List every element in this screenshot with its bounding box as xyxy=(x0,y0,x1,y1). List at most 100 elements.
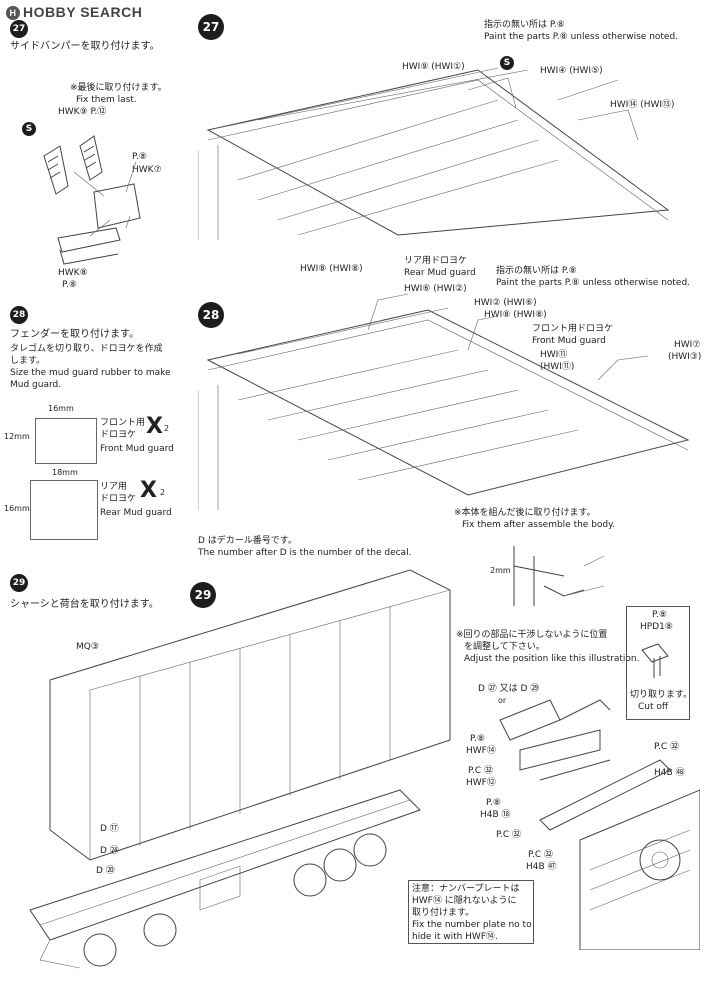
hpd-part-illustration xyxy=(641,643,669,678)
step-27-paint-note-jp: 指示の無い所は P.⑧ xyxy=(484,20,565,30)
front-en: Front Mud guard xyxy=(100,444,174,454)
rear-en: Rear Mud guard xyxy=(100,508,172,518)
front-jp1: フロント用 xyxy=(100,418,146,428)
caution-jp2: HWF⑭ に隠れないように xyxy=(412,896,517,906)
step-27-part-hwi9: HWI⑨ (HWI①) xyxy=(402,62,465,72)
step-27-part-hwi14: HWI⑭ (HWI⑬) xyxy=(610,100,675,110)
step-28-number: 28 xyxy=(10,306,28,324)
step-28-paint-note-jp: 指示の無い所は P.⑧ xyxy=(496,266,577,276)
step-28-part-8: (HWI③) xyxy=(668,352,702,362)
rear-cut-mark: X xyxy=(140,478,157,503)
step-28-desc-jp1: タレゴムを切り取り、ドロヨケを作成 xyxy=(10,344,163,354)
decal-20: D ⑳ xyxy=(96,866,115,876)
caution-en2: hide it with HWF⑭. xyxy=(412,932,498,942)
caution-en1: Fix the number plate no to xyxy=(412,920,532,930)
rear-qty: 2 xyxy=(160,488,166,497)
step-28-big-number: 28 xyxy=(198,302,224,328)
step-27-part-hwk9: HWK⑨ P.⑫ xyxy=(58,107,107,117)
inset-part-3: P.C ㉜ xyxy=(468,766,494,776)
step-29-part-mq3: MQ③ xyxy=(76,642,99,652)
front-cut-mark: X xyxy=(146,414,163,439)
front-height-label: 12mm xyxy=(4,432,30,441)
caution-box xyxy=(408,880,534,944)
hpd-cutoff-box xyxy=(626,606,690,720)
inset-detail-illustration xyxy=(513,546,605,606)
decal-24: D ㉔ xyxy=(100,846,119,856)
decal-note-jp: D はデカール番号です。 xyxy=(198,536,297,546)
hpd-part: HPD1⑧ xyxy=(640,622,673,632)
step-27-paint-note-en: Paint the parts P.⑧ unless otherwise not… xyxy=(484,32,679,42)
inset-adjust-en: Adjust the position like this illustrati… xyxy=(464,654,640,664)
front-width-label: 16mm xyxy=(48,404,74,413)
step-27-part-hwi4: HWI④ (HWI⑤) xyxy=(540,66,603,76)
inset-panel xyxy=(452,506,704,942)
front-jp2: ドロヨケ xyxy=(100,430,137,440)
step-27-part-hwk7: HWK⑦ xyxy=(132,165,162,175)
front-guard-jp: フロント用ドロヨケ xyxy=(532,324,614,334)
inset-part-7: P.C ㉜ xyxy=(496,830,522,840)
rear-jp2: ドロヨケ xyxy=(100,494,137,504)
step-28-title: フェンダーを取り付けます。 xyxy=(10,329,139,340)
side-bumper-illustration xyxy=(43,135,141,265)
inset-part-10: P.C ㉜ xyxy=(654,742,680,752)
step-28-part-7: HWI⑦ xyxy=(674,340,701,350)
step-29-big-number: 29 xyxy=(190,582,216,608)
step-27-note-en: Fix them last. xyxy=(76,95,137,105)
decal-17: D ⑰ xyxy=(100,824,119,834)
step-29-number: 29 xyxy=(10,574,28,592)
inset-note-en: Fix them after assemble the body. xyxy=(462,520,616,530)
step-28-desc-en2: Mud guard. xyxy=(10,380,62,390)
inset-adjust-jp1: ※回りの部品に干渉しないように位置 xyxy=(456,630,608,640)
rear-width-label: 18mm xyxy=(52,468,78,477)
rear-guard-jp: リア用ドロヨケ xyxy=(404,256,468,266)
rear-guard-en: Rear Mud guard xyxy=(404,268,476,278)
inset-part-4: HWF⑫ xyxy=(466,778,496,788)
front-qty: 2 xyxy=(164,424,170,433)
inset-part-11: H4B ㊽ xyxy=(654,768,685,778)
step-28-part-6: (HWI⑪) xyxy=(540,362,575,372)
front-guard-en: Front Mud guard xyxy=(532,336,606,346)
step-28-desc-jp2: します。 xyxy=(10,356,46,366)
caution-jp3: 取り付けます。 xyxy=(412,908,475,918)
inset-part-8: P.C ㉜ xyxy=(528,850,554,860)
hpd-paint: P.⑧ xyxy=(652,610,667,620)
decal-or: or xyxy=(498,696,507,705)
inset-part-5: P.⑧ xyxy=(486,798,501,808)
cut-en: Cut off xyxy=(638,702,669,712)
step-28-part-4: HWI⑧ (HWI⑧) xyxy=(484,310,547,320)
frame-illustration-27 xyxy=(198,67,670,240)
step-27-number: 27 xyxy=(10,20,28,38)
step-28-paint-note-en: Paint the parts P.⑧ unless otherwise not… xyxy=(496,278,691,288)
inset-dim: 2mm xyxy=(490,566,511,575)
step-28-part-3: HWI② (HWI⑥) xyxy=(474,298,537,308)
step-28-part-2: HWI⑥ (HWI②) xyxy=(404,284,467,294)
inset-adjust-jp2: を調整して下さい。 xyxy=(464,642,545,652)
s-badge-27-big: S xyxy=(500,56,514,70)
decal-note-en: The number after D is the number of the … xyxy=(198,548,412,558)
truck-illustration xyxy=(29,569,451,969)
inset-part-2: HWF⑭ xyxy=(466,746,496,756)
rear-mud-guard-rect xyxy=(30,480,98,540)
step-28-part-5: HWI⑪ xyxy=(540,350,568,360)
step-27-part-hwk8: HWK⑧ xyxy=(58,268,88,278)
step-29-title: シャーシと荷台を取り付けます。 xyxy=(10,599,159,610)
rear-jp1: リア用 xyxy=(100,482,128,492)
decal-27-or-29: D ㉗ 又は D ㉙ xyxy=(478,684,540,694)
step-28-desc-en1: Size the mud guard rubber to make xyxy=(10,368,171,378)
frame-illustration-28 xyxy=(198,293,690,510)
step-28-part-1: HWI⑧ (HWI⑧) xyxy=(300,264,363,274)
step-27-part-paint: P.⑧ xyxy=(132,152,147,162)
inset-part-9: H4B ㊼ xyxy=(526,862,557,872)
step-27-big-number: 27 xyxy=(198,14,224,40)
inset-part-6: H4B ⑱ xyxy=(480,810,511,820)
cut-jp: 切り取ります。 xyxy=(630,690,693,700)
rear-assembly-illustration xyxy=(499,699,700,950)
s-badge-27: S xyxy=(22,122,36,136)
caution-jp1: 注意：ナンバープレートは xyxy=(412,884,520,894)
step-27-title: サイドバンパーを取り付けます。 xyxy=(10,41,160,52)
inset-note-jp: ※本体を組んだ後に取り付けます。 xyxy=(454,508,596,518)
front-mud-guard-rect xyxy=(35,418,97,464)
inset-part-1: P.⑧ xyxy=(470,734,485,744)
step-27-part-paint2: P.⑧ xyxy=(62,280,77,290)
